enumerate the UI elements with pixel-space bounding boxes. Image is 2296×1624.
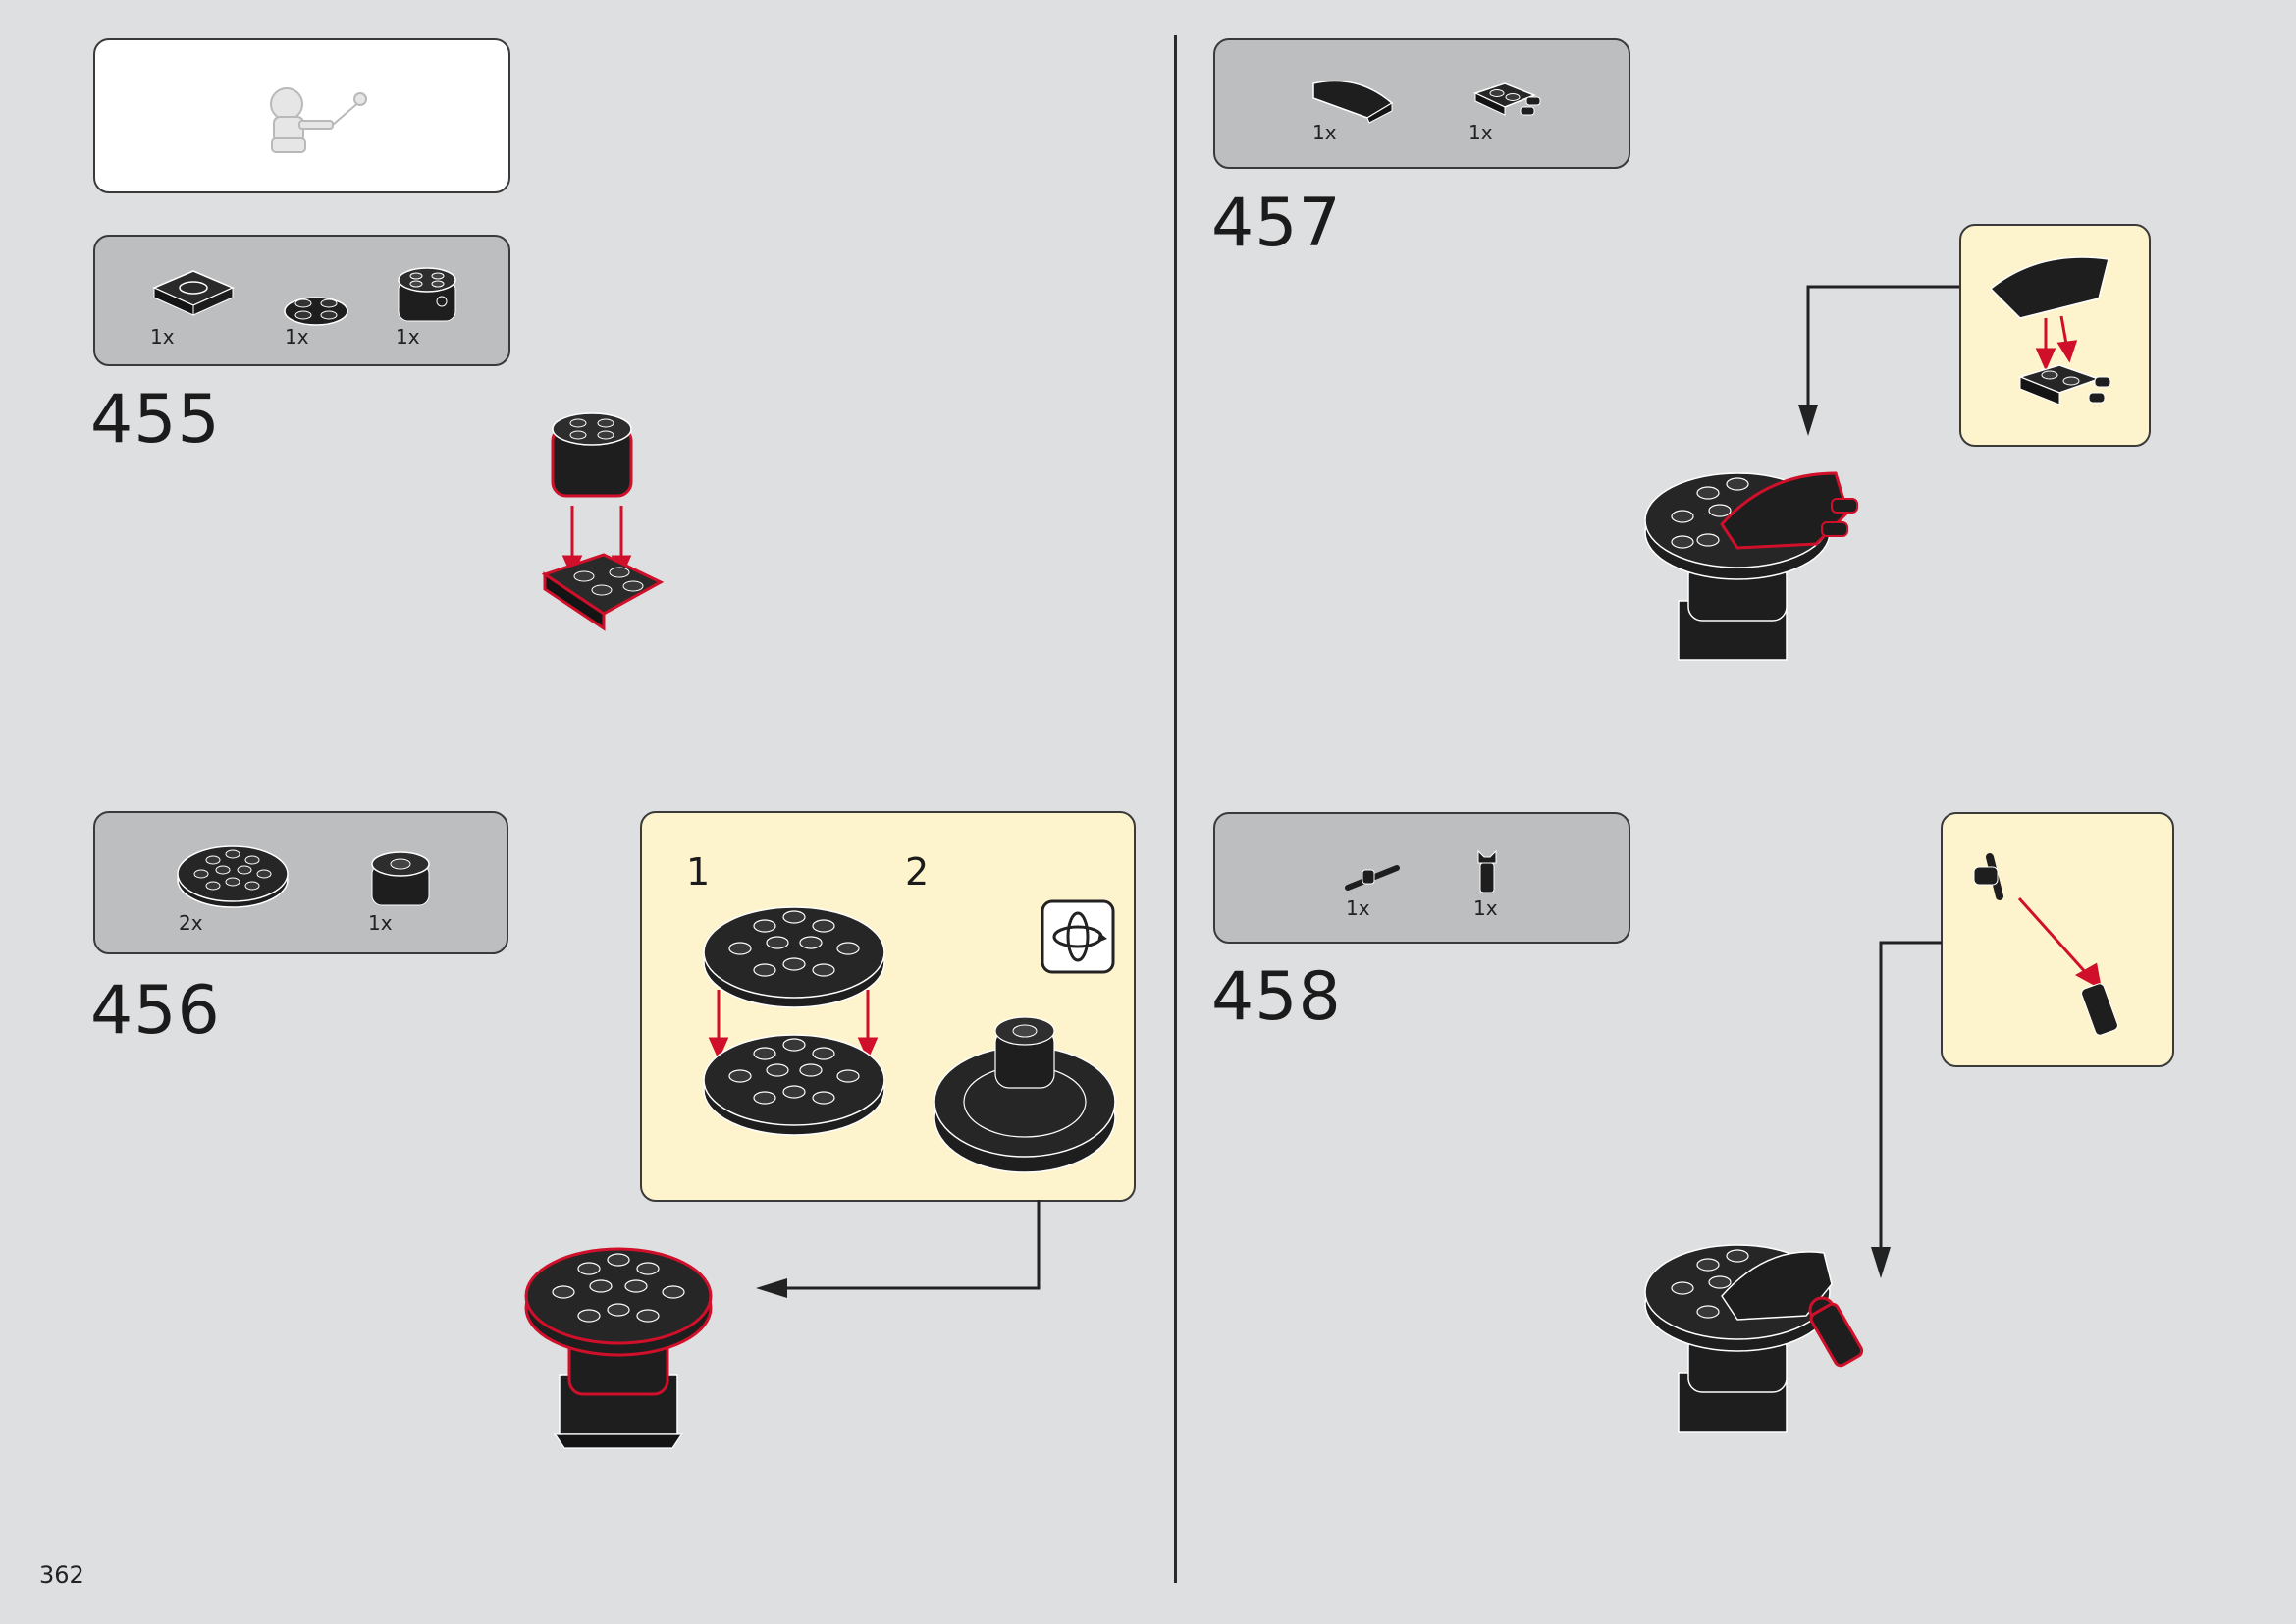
- sub-assembly-callout: [1941, 812, 2174, 1067]
- parts-list-455: 1x 1x 1x: [93, 235, 510, 366]
- page-divider: [1174, 35, 1177, 1583]
- part-qty: 2x: [179, 911, 203, 935]
- part-qty: 1x: [396, 325, 420, 349]
- step-456-assembly: [524, 1247, 713, 1449]
- bar-holder-clip-icon: [1477, 849, 1497, 893]
- plate-2x2-icon: [152, 270, 235, 316]
- clip-plate-assembly: [1989, 256, 2111, 406]
- part-qty: 1x: [1346, 896, 1370, 920]
- step-455-assembly: [541, 412, 665, 631]
- round-plate-4x4-icon: [177, 845, 289, 908]
- part-qty: 1x: [1312, 121, 1337, 144]
- model-preview-panel: [93, 38, 510, 193]
- page-number: 362: [39, 1561, 84, 1589]
- callout-pointer-arrow: [1871, 941, 1942, 1278]
- substep-number: 1: [686, 850, 711, 893]
- plate-with-clips-icon: [1472, 82, 1541, 116]
- step-458-assembly: [1644, 1244, 1864, 1433]
- part-qty: 1x: [1473, 896, 1498, 920]
- part-qty: 1x: [1468, 121, 1493, 144]
- bar-clip-assembly: [1973, 853, 2118, 1036]
- part-qty: 1x: [150, 325, 175, 349]
- step-number: 458: [1211, 958, 1342, 1036]
- rotate-model-icon[interactable]: [1041, 899, 1115, 974]
- step-number: 456: [90, 972, 221, 1050]
- callout-pointer-arrow: [756, 1200, 1041, 1298]
- bar-with-clip-icon: [1345, 865, 1400, 891]
- curved-slope-icon: [1312, 80, 1394, 124]
- round-plates-stacking: [703, 906, 885, 1136]
- step-number: 455: [90, 381, 221, 459]
- substep-number: 2: [905, 850, 930, 893]
- minifigure-preview-icon: [270, 87, 367, 153]
- round-plate-2x2-icon: [284, 297, 348, 326]
- round-brick-2x2-icon: [398, 267, 456, 322]
- parts-list-457: 1x 1x: [1213, 38, 1630, 169]
- sub-assembly-callout: 1 2: [640, 811, 1136, 1202]
- callout-pointer-arrow: [1798, 285, 1959, 436]
- part-qty: 1x: [368, 911, 393, 935]
- step-457-assembly: [1644, 471, 1858, 661]
- part-qty: 1x: [285, 325, 309, 349]
- parts-list-458: 1x 1x: [1213, 812, 1630, 944]
- sub-assembly-callout: [1959, 224, 2151, 447]
- round-brick-2x2-icon: [371, 851, 430, 906]
- round-plate-underside: [934, 1016, 1116, 1173]
- step-number: 457: [1211, 185, 1342, 262]
- parts-list-456: 2x 1x: [93, 811, 508, 954]
